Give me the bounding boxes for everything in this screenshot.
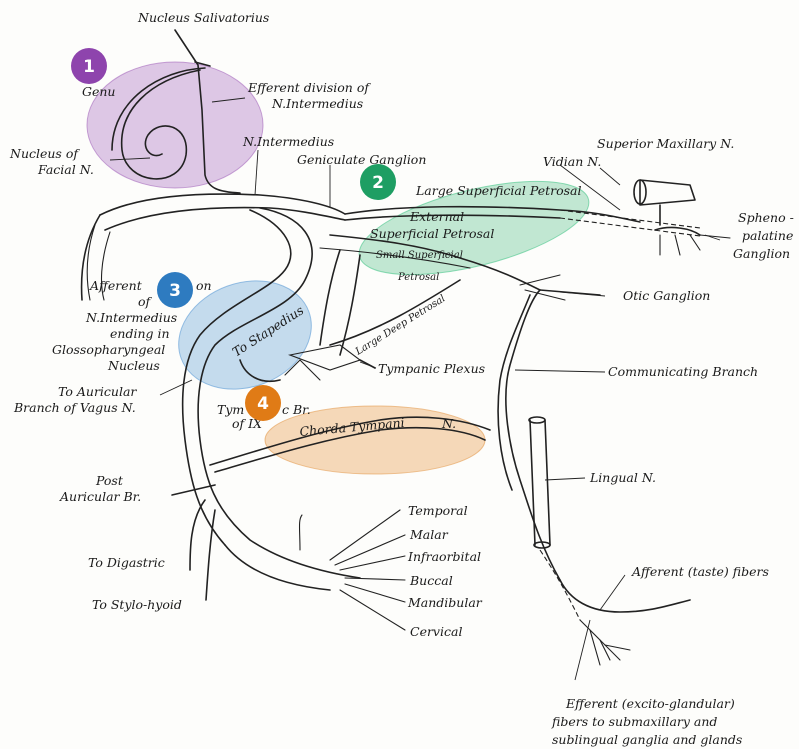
label-efferent-glandular-3: sublingual ganglia and glands [552, 732, 742, 747]
label-chorda-n: N. [441, 416, 456, 431]
highlight-badge-4: 4 [245, 385, 281, 421]
label-large-deep-petrosal: Large Deep Petrosal [353, 293, 448, 358]
label-afferent-taste: Afferent (taste) fibers [631, 564, 769, 579]
label-otic-ganglion: Otic Ganglion [623, 288, 710, 303]
label-afferent-6: Nucleus [107, 358, 160, 373]
label-n-intermedius: N.Intermedius [242, 134, 334, 149]
label-efferent-division-2: N.Intermedius [271, 96, 363, 111]
highlight-badge-1: 1 [71, 48, 107, 84]
label-infraorbital: Infraorbital [407, 549, 481, 564]
label-efferent-division-1: Efferent division of [247, 80, 371, 95]
label-to-digastric: To Digastric [88, 555, 165, 570]
label-lingual: Lingual N. [589, 470, 656, 485]
label-afferent-3: N.Intermedius [85, 310, 177, 325]
label-malar: Malar [409, 527, 449, 542]
label-petrosal: Petrosal [397, 272, 439, 283]
highlight-region-1 [87, 62, 263, 188]
highlight-badge-3: 3 [157, 272, 193, 308]
label-afferent-2: of [138, 294, 153, 309]
label-temporal: Temporal [408, 503, 468, 518]
label-nucleus-salivatorius: Nucleus Salivatorius [137, 10, 269, 25]
label-mandibular: Mandibular [407, 595, 483, 610]
highlight-badge-2: 2 [360, 164, 396, 200]
label-post-auricular-1: Post [95, 473, 124, 488]
label-spheno-1: Spheno - [738, 210, 794, 225]
label-post-auricular-2: Auricular Br. [59, 489, 141, 504]
label-tympanic-br-1: Tym [217, 402, 244, 417]
badge-number-2: 2 [372, 173, 384, 193]
label-tympanic-plexus: Tympanic Plexus [378, 361, 485, 376]
label-afferent-5: Glossopharyngeal [52, 342, 165, 357]
label-afferent-1b: on [196, 278, 212, 293]
label-efferent-glandular-2: fibers to submaxillary and [551, 714, 717, 729]
label-communicating-branch: Communicating Branch [608, 364, 758, 379]
label-cervical: Cervical [410, 624, 462, 639]
label-geniculate-ganglion: Geniculate Ganglion [297, 152, 426, 167]
label-vidian: Vidian N. [543, 154, 601, 169]
label-afferent-4: ending in [110, 326, 170, 341]
label-to-stylohyoid: To Stylo-hyoid [92, 597, 182, 612]
label-afferent-1: Afferent [89, 278, 143, 293]
label-large-superficial-petrosal: Large Superficial Petrosal [415, 183, 582, 198]
label-nucleus-of-facial-1: Nucleus of [9, 146, 80, 161]
label-external-1: External [409, 209, 464, 224]
label-buccal: Buccal [409, 573, 453, 588]
label-nucleus-of-facial-2: Facial N. [37, 162, 94, 177]
label-spheno-3: Ganglion [733, 246, 790, 261]
label-superior-maxillary: Superior Maxillary N. [597, 136, 734, 151]
badge-number-4: 4 [257, 394, 269, 414]
label-to-auricular-1: To Auricular [58, 384, 137, 399]
badge-number-3: 3 [169, 281, 181, 301]
label-efferent-glandular-1: Efferent (excito-glandular) [565, 696, 735, 711]
label-to-auricular-2: Branch of Vagus N. [13, 400, 136, 415]
label-external-2: Superficial Petrosal [370, 226, 494, 241]
label-spheno-2: palatine [742, 228, 793, 243]
label-small-superficial: Small Superficial [376, 250, 463, 261]
badge-number-1: 1 [83, 57, 95, 77]
label-tympanic-br-1b: c Br. [282, 402, 311, 417]
label-genu: Genu [82, 84, 115, 99]
